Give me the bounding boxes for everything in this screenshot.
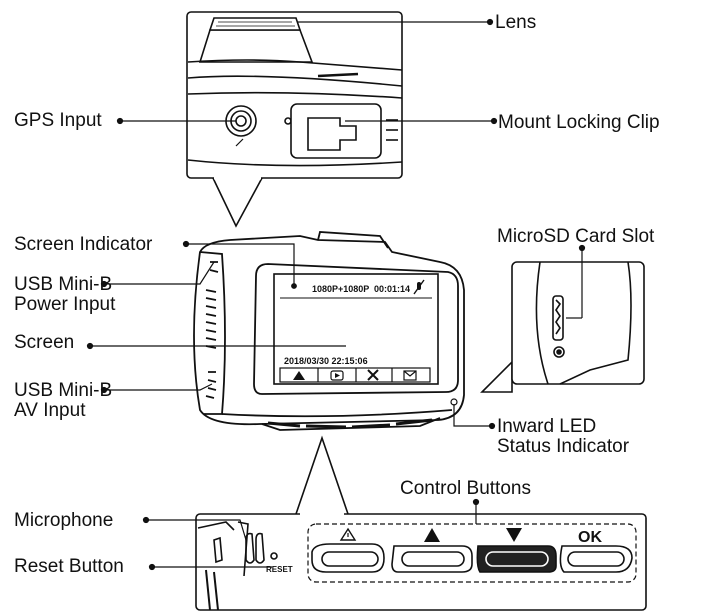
reset-mark: RESET [266, 565, 293, 574]
envelope-icon [403, 370, 417, 381]
button-symbols [339, 527, 522, 542]
label-mount-locking-clip: Mount Locking Clip [498, 112, 660, 133]
label-microsd-card-slot: MicroSD Card Slot [497, 226, 655, 247]
microsd-slot-shape [552, 295, 564, 341]
ok-button[interactable] [559, 545, 633, 573]
label-microphone: Microphone [14, 510, 114, 531]
label-screen: Screen [14, 332, 75, 353]
mic-muted-icon [413, 279, 425, 295]
down-button[interactable] [476, 545, 557, 573]
label-usb-power-line2: Power Input [14, 294, 116, 315]
top-detail-view [186, 11, 403, 228]
label-control-buttons: Control Buttons [400, 478, 531, 499]
camera-screen [273, 273, 439, 385]
play-icon [335, 373, 340, 378]
triangle-up-icon [424, 528, 440, 542]
bottom-detail-view [195, 435, 647, 611]
osd-resolution: 1080P+1080P [312, 284, 369, 294]
label-lens: Lens [495, 12, 537, 33]
emergency-button[interactable] [311, 543, 385, 573]
label-screen-indicator: Screen Indicator [14, 234, 153, 255]
leader-lines [86, 18, 586, 571]
osd-timer: 00:01:14 [374, 284, 410, 294]
label-reset-button: Reset Button [14, 556, 124, 577]
camera-body [193, 231, 465, 431]
label-usb-av-line2: AV Input [14, 400, 86, 421]
label-usb-av-line1: USB Mini-B [14, 380, 113, 401]
warning-triangle-icon [293, 371, 305, 380]
label-gps-input: GPS Input [14, 110, 102, 131]
warning-triangle-icon [339, 527, 357, 541]
osd-datetime: 2018/03/30 22:15:06 [284, 356, 368, 366]
label-usb-power-line1: USB Mini-B [14, 274, 113, 295]
triangle-down-icon [506, 528, 522, 542]
up-button[interactable] [391, 545, 473, 573]
screen-toolbar-icons [293, 279, 425, 381]
label-inward-led-line2: Status Indicator [497, 436, 630, 457]
microsd-detail-view [480, 261, 645, 393]
tools-icon [367, 369, 379, 381]
ok-button-label: OK [578, 529, 602, 546]
label-inward-led-line1: Inward LED [497, 416, 597, 437]
